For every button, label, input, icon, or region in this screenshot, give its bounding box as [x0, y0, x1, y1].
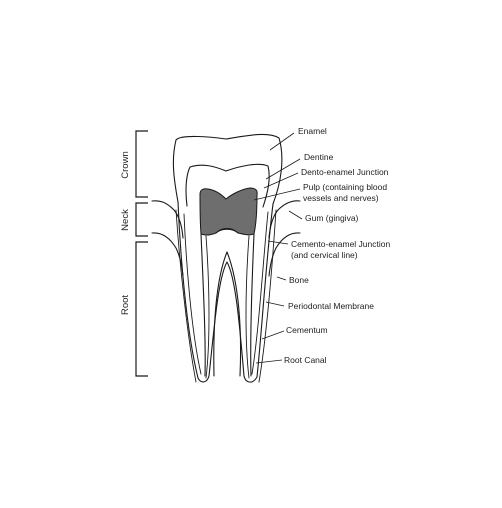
region-label-neck: Neck	[120, 209, 131, 231]
periodontal-right	[258, 209, 277, 383]
label-enamel: Enamel	[298, 126, 327, 136]
leader-bone	[276, 276, 287, 281]
label-dentine: Dentine	[304, 152, 334, 162]
crown-bracket	[135, 130, 148, 198]
enamel-outline	[172, 133, 283, 205]
region-brackets	[135, 130, 148, 377]
label-cej-line2: (and cervical line)	[291, 250, 358, 260]
cementum-layer	[183, 211, 269, 375]
leader-periodontal	[265, 301, 285, 307]
label-periodontal-membrane: Periodontal Membrane	[288, 301, 374, 311]
periodontal-left	[175, 209, 197, 383]
root-canal-lines	[205, 235, 250, 379]
leader-cementum	[261, 330, 285, 340]
root-outer-surface	[177, 201, 274, 383]
label-dento-enamel-junction: Dento-enamel Junction	[301, 167, 389, 177]
region-label-root: Root	[120, 295, 131, 315]
leader-root-canal	[255, 359, 283, 364]
leader-cej	[267, 240, 289, 245]
label-root-canal: Root Canal	[284, 355, 327, 365]
gum-right	[268, 200, 301, 239]
pulp-chamber	[199, 187, 258, 236]
label-bone: Bone	[289, 275, 309, 285]
gum-left	[151, 200, 184, 239]
leader-pulp	[253, 188, 301, 201]
region-label-crown: Crown	[120, 151, 131, 178]
label-pulp-line2: vessels and nerves)	[303, 193, 379, 203]
bone-left	[151, 232, 184, 277]
labels: Enamel Dentine Dento-enamel Junction Pul…	[284, 126, 390, 365]
leader-dej	[263, 172, 299, 189]
tooth	[151, 133, 301, 383]
leader-gum	[288, 210, 303, 220]
label-cej-line1: Cemento-enamel Junction	[291, 239, 390, 249]
neck-bracket	[135, 202, 148, 237]
label-gum: Gum (gingiva)	[305, 213, 359, 223]
label-pulp-line1: Pulp (containing blood	[303, 182, 387, 192]
root-canal-walls	[200, 228, 255, 377]
leader-lines	[253, 132, 303, 364]
label-cementum: Cementum	[286, 325, 328, 335]
bone-right	[268, 232, 301, 277]
leader-dentine	[265, 158, 301, 180]
root-bracket	[135, 241, 148, 377]
leader-enamel	[269, 132, 295, 151]
